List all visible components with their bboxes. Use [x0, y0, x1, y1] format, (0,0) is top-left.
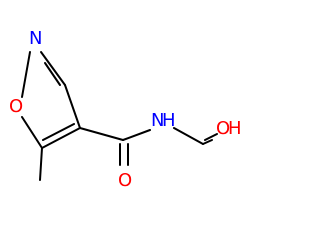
bond-methyl — [39, 147, 43, 181]
bond-ring-c3-c4 — [64, 84, 81, 129]
hydroxyl-hydrogen-label: H — [228, 118, 242, 139]
chemical-structure: N O N H O O H — [9, 28, 242, 191]
ring-oxygen-label: O — [9, 96, 23, 117]
ring-nitrogen-label: N — [29, 28, 42, 49]
bond-carbonyl-c-n — [122, 129, 151, 141]
bond-ch2-ch2 — [202, 139, 213, 145]
bond-ring-n-c3 — [40, 51, 66, 86]
bond-ring-o-n — [21, 51, 31, 98]
bond-n-ch2 — [173, 127, 204, 145]
hydroxyl-oxygen-label: O — [216, 118, 230, 139]
bond-c4-carbonyl-c — [79, 127, 124, 141]
bond-ring-c5-o — [21, 116, 43, 149]
bond-ring-c4-c5-double — [42, 123, 75, 141]
bond-ring-n-c3-double — [44, 62, 61, 86]
amide-nitrogen-label: N — [151, 110, 164, 131]
bond-ch2-oh — [204, 133, 218, 141]
amide-hydrogen-label: H — [162, 110, 176, 131]
carbonyl-oxygen-label: O — [118, 170, 132, 191]
bond-ring-c4-c5 — [41, 127, 81, 149]
